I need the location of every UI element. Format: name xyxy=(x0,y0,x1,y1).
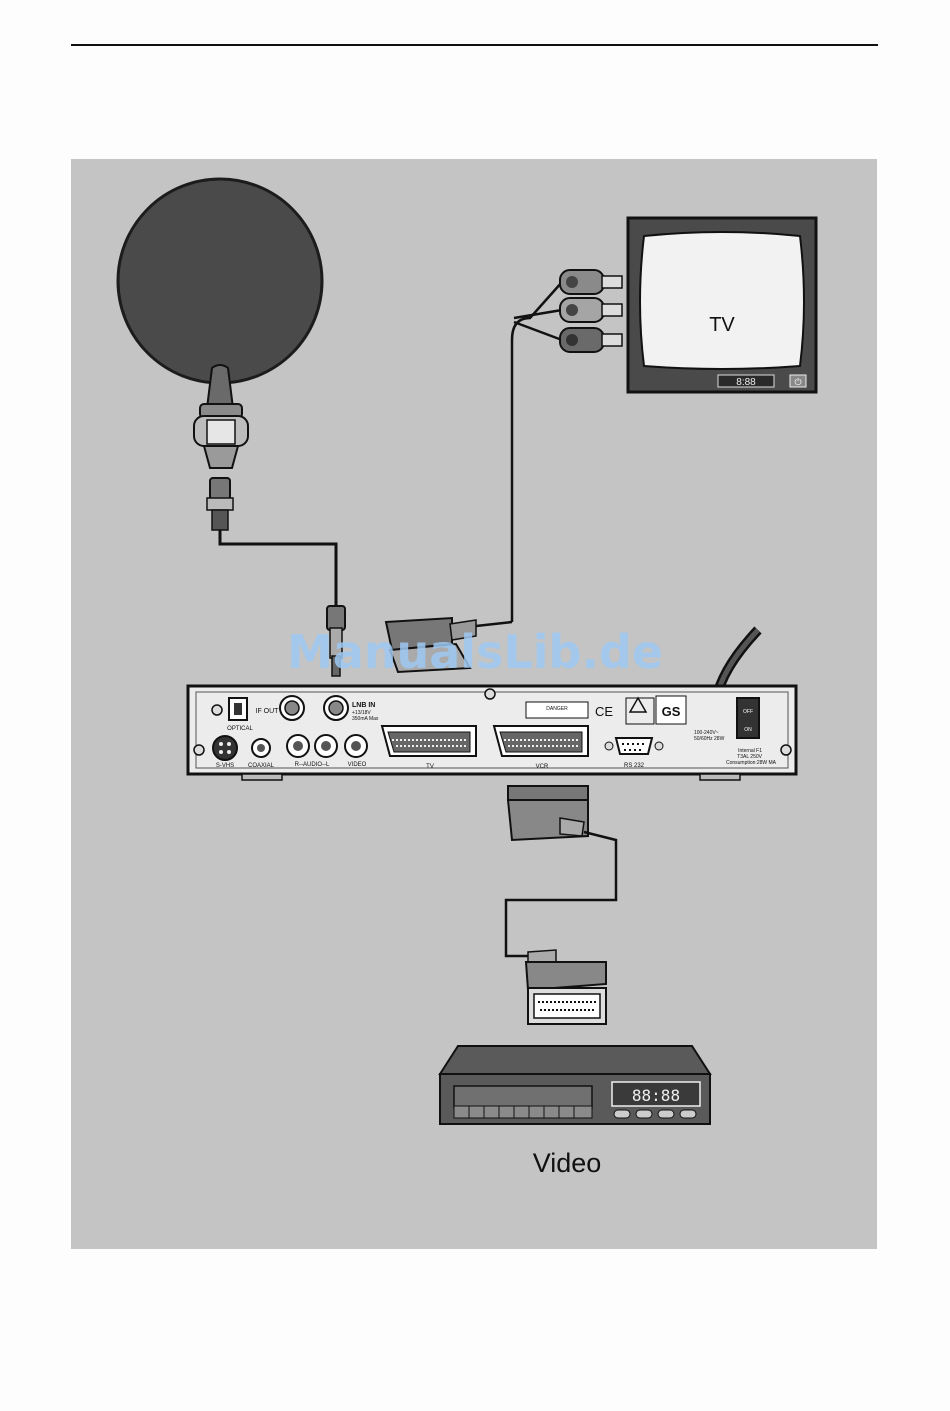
optical-port xyxy=(229,698,247,720)
tv-label: TV xyxy=(709,314,735,336)
optical-label: OPTICAL xyxy=(227,726,253,732)
rs232-label: RS 232 xyxy=(624,763,645,769)
coaxial-port xyxy=(252,739,270,757)
lnb-in-spec2: 350mA Max xyxy=(352,716,379,722)
receiver: OPTICAL IF OUT LNB IN +13/18V 350mA Max … xyxy=(188,686,796,780)
rca-cables xyxy=(512,282,562,622)
tv-clock: 8:88 xyxy=(736,377,756,388)
vcr-clock: 88:88 xyxy=(632,1086,680,1105)
lnb-in-label: LNB IN xyxy=(352,702,375,709)
power-icon: ⏻ xyxy=(794,377,801,387)
video-label: Video xyxy=(533,1148,602,1178)
power-switch: OFF ON xyxy=(737,698,759,738)
vcr: 88:88 xyxy=(440,1046,710,1124)
video-port xyxy=(345,735,367,757)
svg-text:GS: GS xyxy=(662,704,681,719)
vcr-scart-label: VCR xyxy=(536,764,549,770)
audio-label: R--AUDIO--L xyxy=(295,762,330,768)
ce-mark: CE xyxy=(595,704,613,719)
satellite-dish xyxy=(118,179,322,530)
scart-cable xyxy=(506,832,616,956)
coaxial-label: COAXIAL xyxy=(248,763,275,769)
svg-text:DANGER: DANGER xyxy=(546,706,568,712)
s-vhs-label: S-VHS xyxy=(216,763,234,769)
scart-plug-vcr xyxy=(526,950,606,1024)
scart-plug-vcr-receiver xyxy=(508,786,588,840)
power-spec2: 50/60Hz 28W xyxy=(694,736,725,742)
if-out-port xyxy=(280,696,304,720)
tv-scart-label: TV xyxy=(426,764,434,770)
tv-scart-socket xyxy=(382,726,476,756)
s-vhs-port xyxy=(213,736,237,760)
danger-label: DANGER xyxy=(526,702,588,718)
television: TV 8:88 ⏻ xyxy=(628,218,816,392)
consumption-label: Consumption:28W MA xyxy=(726,760,777,766)
lnb-cable xyxy=(220,530,336,610)
watermark: ManualsLib.de xyxy=(287,625,663,679)
svg-text:OFF: OFF xyxy=(743,709,753,715)
rca-plug-top xyxy=(560,270,622,294)
svg-text:ON: ON xyxy=(744,727,752,733)
if-out-label: IF OUT xyxy=(256,708,280,715)
vcr-scart-socket xyxy=(494,726,588,756)
lnb-in-port xyxy=(324,696,348,720)
gs-mark: GS xyxy=(656,696,686,724)
video-port-label: VIDEO xyxy=(348,762,367,768)
rca-plugs xyxy=(560,270,622,352)
rca-plug-bottom xyxy=(560,328,622,352)
rca-plug-middle xyxy=(560,298,622,322)
